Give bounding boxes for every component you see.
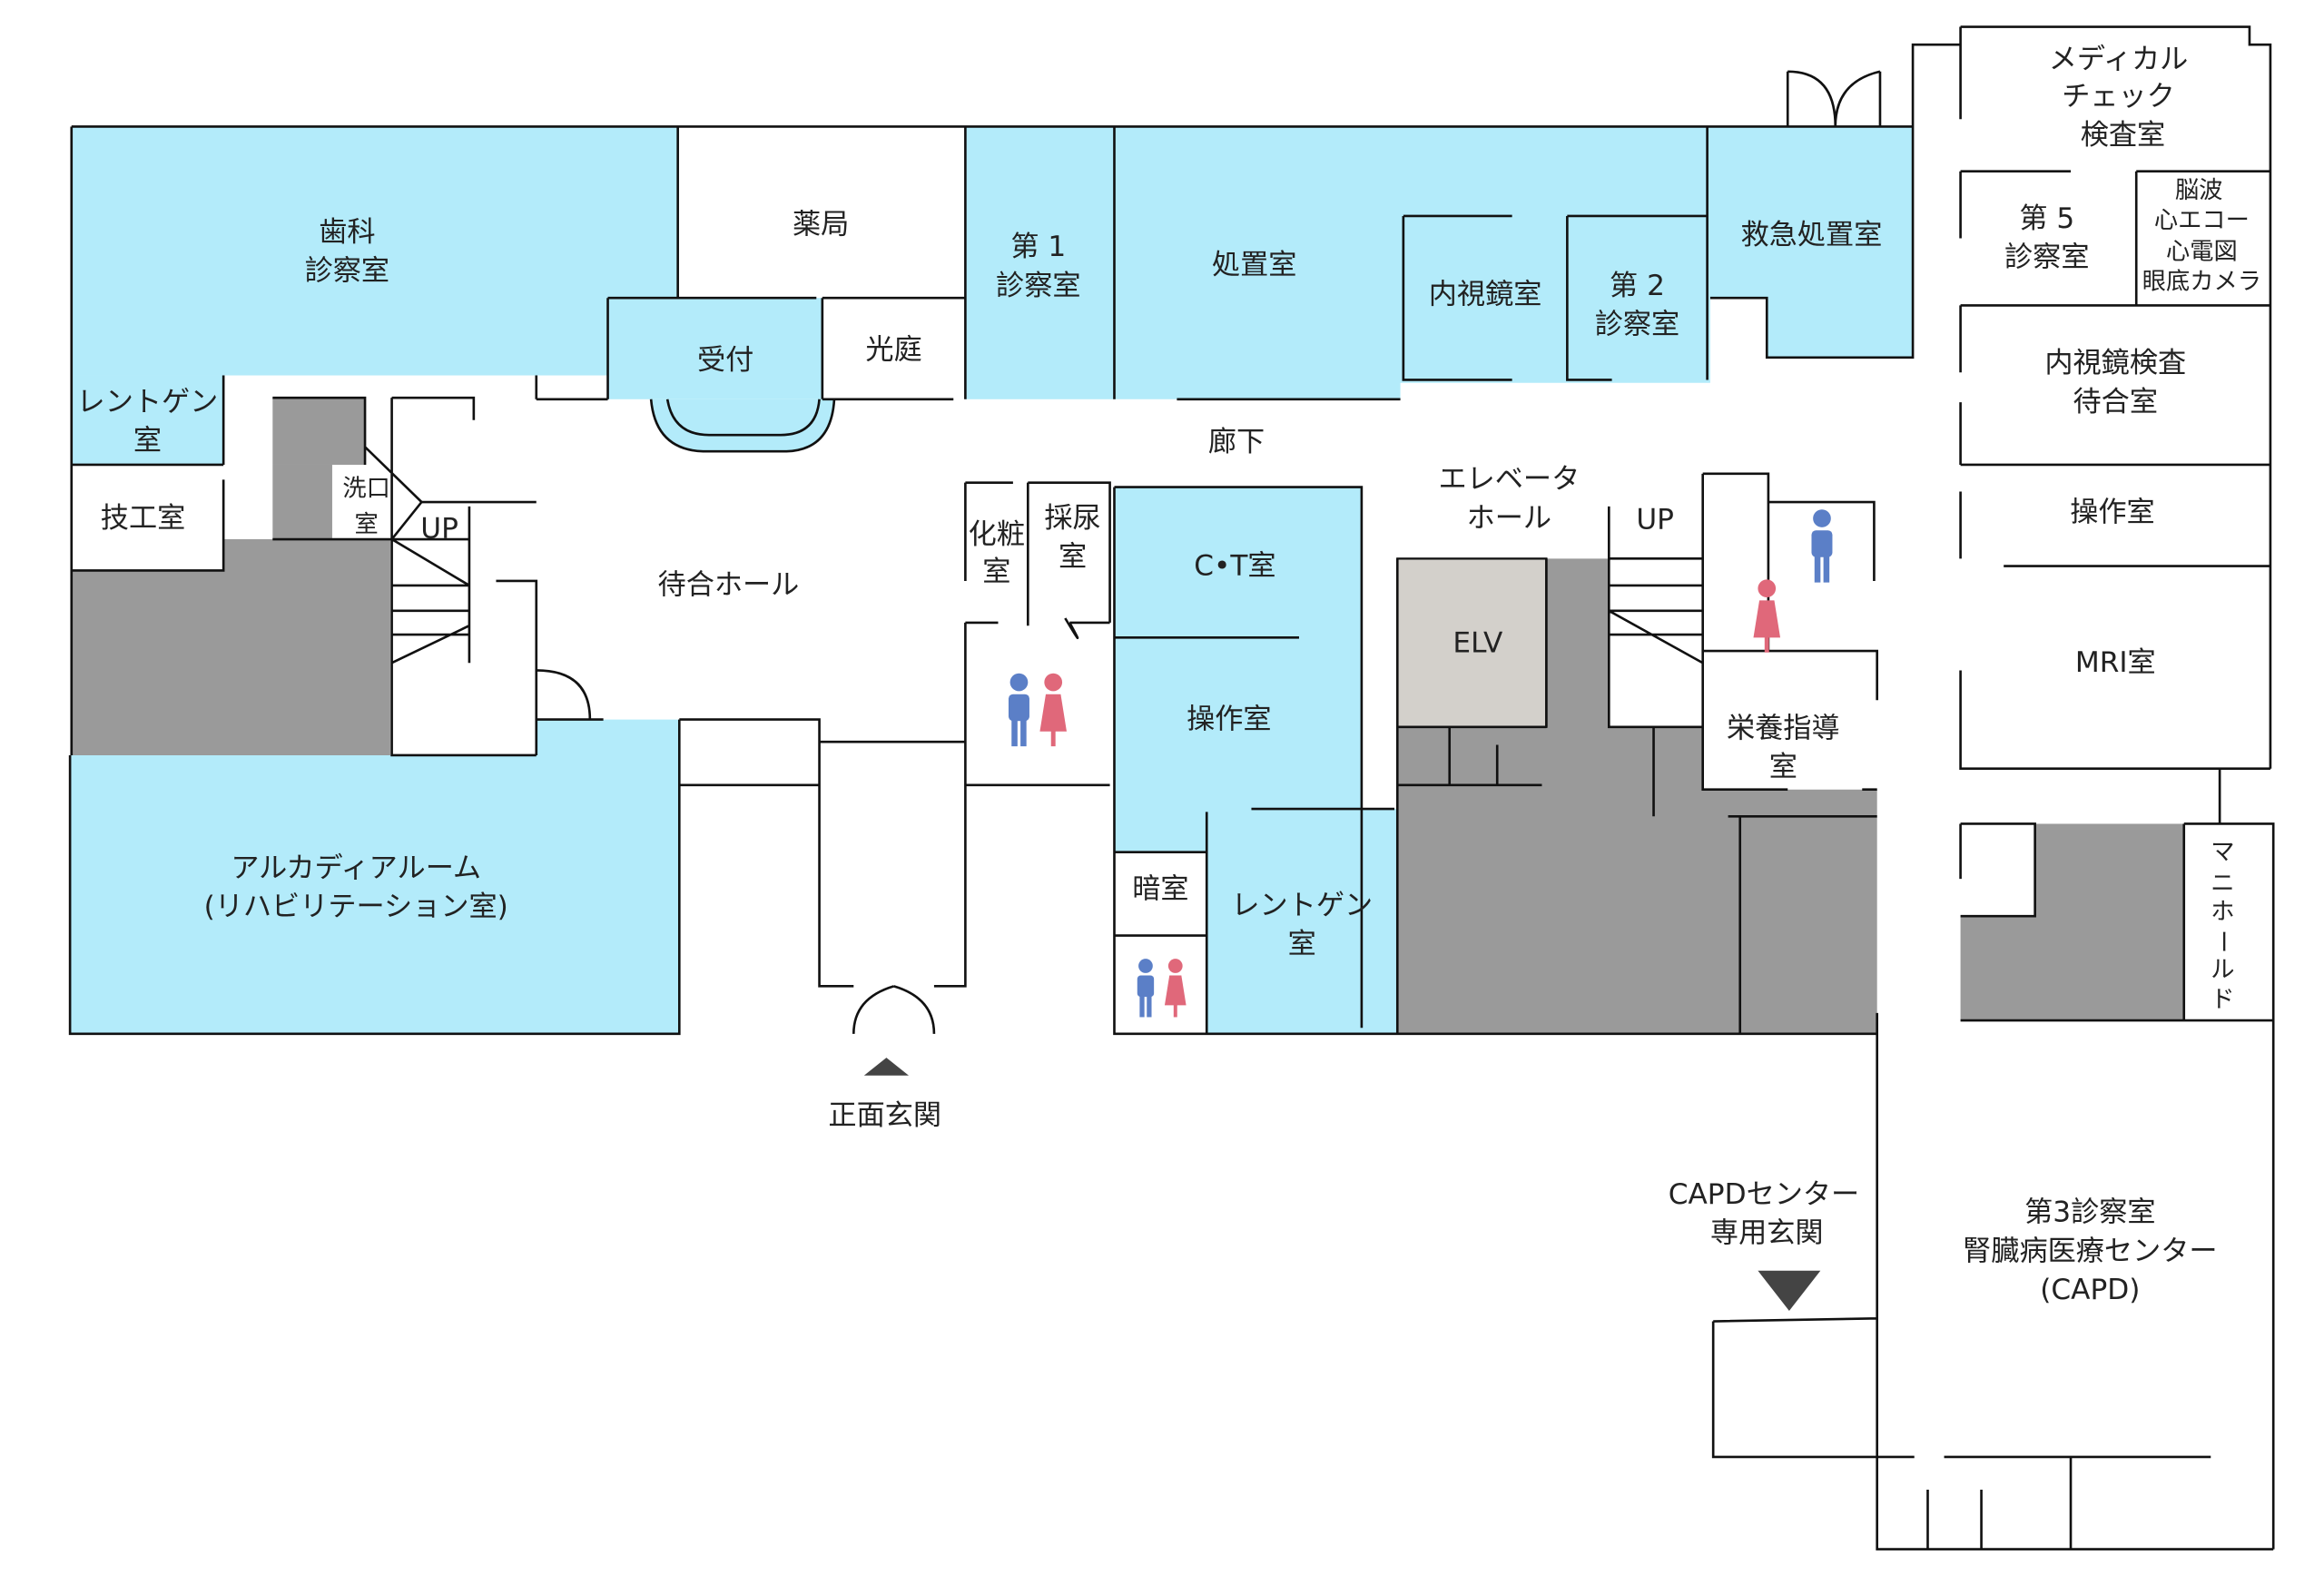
label-endoscopy: 内視鏡室 [1429,279,1542,311]
label-capd-entrance[interactable]: 専用玄関 [1710,1217,1824,1250]
label-tests: 脳波 [2175,177,2223,204]
label-capd: 腎臓病医療センター [1963,1235,2217,1267]
label-darkroom: 暗室 [1132,873,1188,906]
label-manifold: ド [2211,986,2234,1013]
label-control-right: 操作室 [2070,496,2154,528]
label-nutrition: 室 [1769,751,1797,783]
label-control-mid: 操作室 [1187,703,1271,735]
label-powder-room: 化粧 [969,518,1025,551]
room-xray-left[interactable] [71,375,224,465]
label-elevator: ELV [1452,627,1503,660]
reception-counter [649,399,836,453]
label-tests: 心電図 [2166,239,2238,266]
label-mouthwash: 室 [355,511,379,538]
label-ct: C•T室 [1194,549,1275,582]
label-exam1: 診察室 [996,270,1080,302]
utility-area [1960,823,2184,1021]
label-exam5: 診察室 [2004,241,2089,274]
label-manifold: ル [2211,956,2234,983]
room-exam1[interactable] [965,126,1115,399]
label-rehab: アルカディアルーム [231,852,481,885]
label-tests: 心エコー [2154,207,2250,234]
label-stairs-right-up: UP [1636,504,1674,537]
room-rehab[interactable] [70,719,680,1034]
label-xray-mid: 室 [1288,928,1316,960]
capd-entrance-arrow-icon [1758,1270,1821,1312]
label-endoscopy-wait: 内視鏡検査 [2044,347,2186,379]
restroom-male-icon [1811,509,1833,583]
label-xray-mid: レントゲン [1231,890,1373,922]
walls [68,25,2275,1551]
label-medical-check: チェック [2062,81,2175,113]
label-capd: (CAPD) [2040,1274,2140,1306]
label-exam2: 診察室 [1595,309,1679,341]
room-treatment-wing[interactable] [1114,126,1914,399]
label-mri: MRI室 [2075,646,2156,679]
utility-area [272,398,366,465]
label-urine-room: 採尿 [1044,502,1100,535]
label-manifold: ー [2209,930,2236,953]
label-emergency: 救急処置室 [1741,219,1883,251]
door-arc [536,70,1881,1034]
label-medical-check: メディカル [2049,43,2189,75]
restroom-female-icon [1753,579,1781,653]
label-dental: 歯科 [319,216,375,249]
label-elevator-hall: ホール [1467,502,1551,535]
restroom-male-icon [1008,673,1029,747]
room-reception[interactable] [607,298,822,399]
label-nutrition: 栄養指導 [1727,712,1840,744]
label-reception: 受付 [697,344,753,377]
room-dental[interactable] [71,126,678,376]
label-xray-left: レントゲン [77,386,219,418]
label-main-entrance[interactable]: 正面玄関 [828,1099,941,1132]
label-powder-room: 室 [982,556,1010,588]
label-exam5: 第 5 [2019,202,2074,235]
label-medical-check: 検査室 [2081,119,2165,152]
restroom-female-icon [1039,673,1067,747]
label-pharmacy: 薬局 [793,209,849,241]
main-entrance-arrow-icon [863,1058,910,1076]
restroom-male-icon [1137,959,1155,1018]
label-elevator-hall: エレベータ [1438,463,1580,496]
label-corridor: 廊下 [1208,426,1265,458]
label-capd: 第3診察室 [2024,1196,2155,1229]
restroom-female-icon [1164,959,1187,1018]
label-stairs-left-up: UP [420,512,458,545]
utility-area [272,464,332,540]
label-manifold: マ [2211,839,2234,866]
elevator[interactable] [1396,557,1548,728]
label-lab: 技工室 [101,502,185,535]
label-manifold: ホ [2211,898,2234,925]
label-exam2: 第 2 [1610,270,1665,302]
label-waiting-hall: 待合ホール [658,569,800,602]
utility-area [71,539,390,755]
label-dental: 診察室 [305,255,389,288]
label-endoscopy-wait: 待合室 [2073,386,2158,418]
label-mouthwash: 洗口 [342,475,390,502]
label-capd-entrance[interactable]: CAPDセンター [1669,1178,1859,1211]
label-exam1: 第 1 [1010,231,1066,263]
label-courtyard: 光庭 [865,333,921,366]
label-xray-left: 室 [133,425,162,458]
label-treatment: 処置室 [1212,249,1296,281]
label-rehab: (リハビリテーション室) [204,891,508,923]
label-urine-room: 室 [1059,541,1087,574]
label-tests: 眼底カメラ [2142,268,2261,295]
room-ct-wing[interactable] [1114,487,1401,1034]
label-manifold: ニ [2211,870,2234,897]
